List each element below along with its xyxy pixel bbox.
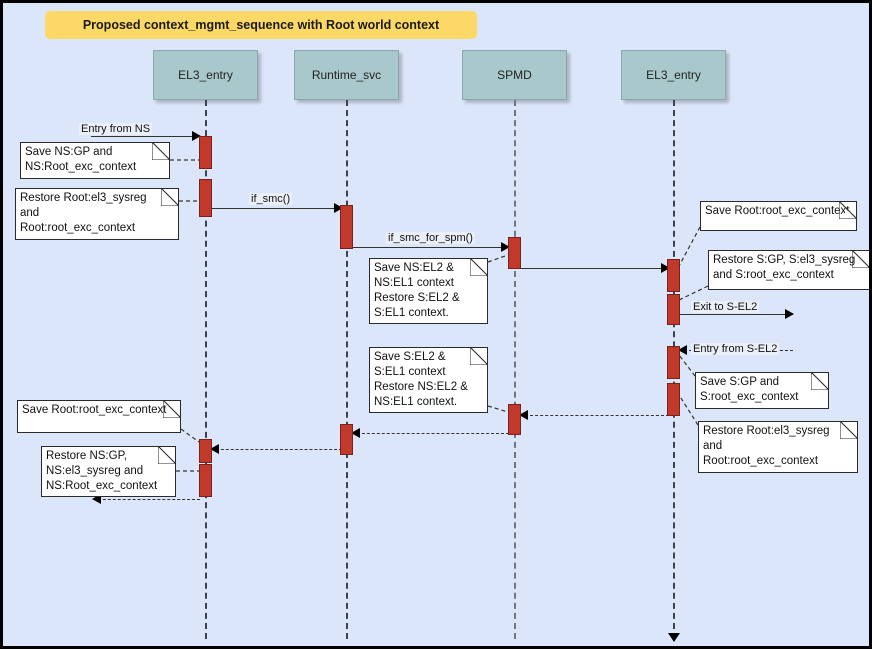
note-text: Save Root:root_exc_context [22, 404, 167, 416]
message-label-entry-from-s-el2: Entry from S-EL2 [691, 343, 780, 355]
note-fold-corner-icon [840, 422, 857, 439]
note-fold-corner-icon [158, 447, 175, 464]
lifeline-header-el3_entry_right[interactable]: EL3_entry [621, 50, 726, 100]
message-arrowhead-icon [501, 242, 510, 252]
message-line [520, 268, 669, 269]
message-arrowhead-icon [210, 444, 219, 454]
message-line [679, 314, 793, 315]
message-arrowhead-icon [351, 428, 360, 438]
note-text: Restore NS:GP, NS:el3_sysreg and NS:Root… [46, 450, 158, 492]
message-line [352, 247, 509, 248]
lifeline-header-el3_entry_left[interactable]: EL3_entry [153, 50, 258, 100]
note-fold-corner-icon [152, 143, 169, 160]
note-fold-corner-icon [839, 202, 856, 219]
message-line [93, 499, 200, 500]
lifeline-label: SPMD [497, 68, 532, 82]
lifeline-header-runtime_svc[interactable]: Runtime_svc [294, 50, 399, 100]
message-label-if-smc: if_smc() [249, 193, 293, 205]
note-fold-corner-icon [811, 373, 828, 390]
activation-bar-act-spmd-1[interactable] [508, 237, 521, 269]
lifeline-end-arrow [668, 633, 680, 642]
activation-bar-act-el3l-2[interactable] [199, 179, 212, 217]
note-note-spmd-save-ns-el2[interactable]: Save NS:EL2 & NS:EL1 context Restore S:E… [369, 258, 488, 324]
lifeline-label: EL3_entry [646, 68, 701, 82]
message-arrowhead-icon [661, 263, 670, 273]
activation-bar-act-el3l-3[interactable] [199, 439, 212, 463]
note-leader-lines [170, 159, 709, 472]
lifeline-header-spmd[interactable]: SPMD [462, 50, 567, 100]
message-arrowhead-icon [785, 309, 794, 319]
message-line [91, 136, 200, 137]
note-note-restore-root-1[interactable]: Restore Root:el3_sysreg and Root:root_ex… [15, 188, 179, 240]
message-arrowhead-icon [678, 345, 687, 355]
note-text: Restore S:GP, S:el3_sysreg and S:root_ex… [713, 254, 856, 281]
note-text: Save NS:GP and NS:Root_exc_context [25, 146, 137, 173]
note-note-save-root-right[interactable]: Save Root:root_exc_context [700, 201, 857, 231]
message-arrowhead-icon [519, 410, 528, 420]
lifeline-spmd [514, 100, 516, 639]
activation-bar-act-el3l-4[interactable] [199, 464, 212, 497]
activation-bar-act-el3r-3[interactable] [667, 346, 680, 379]
note-text: Save S:GP and S:root_exc_context [700, 376, 799, 403]
activation-bar-act-rt-2[interactable] [340, 424, 353, 455]
message-line [211, 208, 342, 209]
note-note-restore-s-gp[interactable]: Restore S:GP, S:el3_sysreg and S:root_ex… [708, 250, 869, 290]
diagram-title-banner: Proposed context_mgmt_sequence with Root… [45, 11, 477, 39]
note-note-spmd-save-s-el2[interactable]: Save S:EL2 & S:EL1 context Restore NS:EL… [369, 347, 488, 413]
note-note-save-ns-gp[interactable]: Save NS:GP and NS:Root_exc_context [20, 142, 170, 179]
message-label-exit-to-s-el2: Exit to S-EL2 [691, 301, 760, 313]
note-note-save-root-left[interactable]: Save Root:root_exc_context [17, 400, 181, 433]
activation-bar-act-rt-1[interactable] [340, 205, 353, 249]
lifeline-label: EL3_entry [178, 68, 233, 82]
note-text: Save S:EL2 & S:EL1 context Restore NS:EL… [374, 351, 468, 408]
note-fold-corner-icon [470, 259, 487, 276]
note-fold-corner-icon [163, 401, 180, 418]
note-note-restore-ns-gp[interactable]: Restore NS:GP, NS:el3_sysreg and NS:Root… [41, 446, 176, 497]
lifeline-runtime_svc [346, 100, 348, 639]
message-label-entry-from-ns: Entry from NS [79, 123, 153, 135]
note-fold-corner-icon [470, 348, 487, 365]
message-arrowhead-icon [92, 494, 101, 504]
lifeline-el3_entry_left [205, 100, 207, 639]
note-text: Restore Root:el3_sysreg and Root:root_ex… [20, 192, 147, 234]
note-note-save-s-gp[interactable]: Save S:GP and S:root_exc_context [695, 372, 829, 409]
activation-bar-act-spmd-2[interactable] [508, 404, 521, 435]
message-label-if-smc-for-spm: if_smc_for_spm() [386, 232, 475, 244]
activation-bar-act-el3r-4[interactable] [667, 383, 680, 416]
message-arrowhead-icon [192, 131, 201, 141]
message-line [520, 415, 669, 416]
message-arrowhead-icon [334, 203, 343, 213]
note-text: Save NS:EL2 & NS:EL1 context Restore S:E… [374, 262, 460, 319]
note-text: Restore Root:el3_sysreg and Root:root_ex… [703, 425, 830, 467]
note-fold-corner-icon [161, 189, 178, 206]
note-text: Save Root:root_exc_context [705, 205, 850, 217]
activation-bar-act-el3r-1[interactable] [667, 259, 680, 292]
activation-bar-act-el3r-2[interactable] [667, 294, 680, 325]
message-line [352, 433, 509, 434]
note-fold-corner-icon [852, 251, 869, 268]
lifeline-label: Runtime_svc [311, 68, 382, 82]
note-note-restore-root-2[interactable]: Restore Root:el3_sysreg and Root:root_ex… [698, 421, 858, 473]
message-line [211, 449, 342, 450]
activation-bar-act-el3l-1[interactable] [199, 136, 212, 169]
